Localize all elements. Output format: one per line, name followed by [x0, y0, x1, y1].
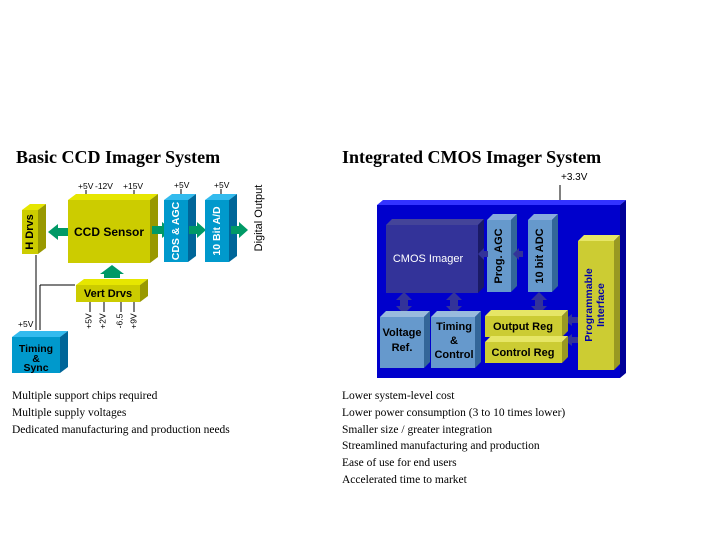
supply-cds: +5V [174, 180, 190, 190]
cmos-note: Lower system-level cost [342, 390, 455, 402]
ccd-title: Basic CCD Imager System [16, 147, 221, 167]
timing-sync-block: Timing & Sync [12, 331, 68, 374]
arrow-cds-ad [189, 222, 206, 238]
prog-interface-block: Programmable Interface [578, 235, 620, 370]
cmos-title: Integrated CMOS Imager System [342, 147, 602, 167]
arrow-ad-output [231, 222, 248, 238]
ccd-note: Multiple supply voltages [12, 406, 127, 419]
h-drvs-block: H Drvs [22, 204, 46, 254]
prog-agc-block: Prog. AGC [487, 214, 517, 292]
adc-block: 10 bit ADC [528, 214, 558, 292]
vert-supply-4: +9V [128, 313, 138, 329]
timing-label-3: Sync [23, 362, 48, 374]
adc-label: 10 bit ADC [534, 228, 546, 283]
ccd-notes: Multiple support chips required Multiple… [12, 388, 230, 438]
arrow-vert-ccd [100, 265, 124, 278]
supply-timing: +5V [18, 319, 34, 329]
ccd-note: Multiple support chips required [12, 390, 158, 402]
ccd-note: Dedicated manufacturing and production n… [12, 423, 230, 436]
cmos-note: Accelerated time to market [342, 473, 467, 486]
cmos-notes: Lower system-level cost Lower power cons… [342, 388, 565, 489]
cds-agc-label: CDS & AGC [170, 201, 182, 260]
control-reg-label: Control Reg [492, 347, 555, 359]
vert-drvs-label: Vert Drvs [84, 288, 132, 300]
cmos-note: Smaller size / greater integration [342, 423, 493, 436]
prog-iface-label-2: Interface [595, 283, 607, 327]
control-reg-block: Control Reg [485, 336, 568, 363]
supply-sensor-c: +15V [123, 181, 143, 191]
supply-sensor-b: -12V [95, 181, 113, 191]
timing-control-label-3: Control [434, 349, 473, 361]
cmos-note: Lower power consumption (3 to 10 times l… [342, 406, 566, 419]
cmos-imager-label: CMOS Imager [393, 253, 464, 265]
timing-control-label-1: Timing [436, 321, 472, 333]
ccd-sensor-label: CCD Sensor [74, 225, 144, 239]
cmos-supply-label: +3.3V [561, 172, 588, 183]
supply-ad: +5V [214, 180, 230, 190]
timing-control-label-2: & [450, 335, 458, 347]
digital-output-label: Digital Output [253, 185, 265, 252]
ad-block: 10 Bit A/D [205, 194, 237, 262]
prog-iface-label-1: Programmable [583, 268, 595, 342]
h-drvs-label: H Drvs [24, 214, 36, 249]
ad-label: 10 Bit A/D [211, 206, 223, 256]
output-reg-block: Output Reg [485, 310, 568, 337]
voltage-label-2: Ref. [392, 342, 413, 354]
timing-label-1: Timing [19, 343, 53, 355]
cmos-imager-block: CMOS Imager [386, 219, 484, 293]
vert-supply-3: -6.5 [114, 313, 124, 328]
arrow-h-drvs [48, 224, 68, 240]
supply-sensor-a: +5V [78, 181, 94, 191]
voltage-ref-block: Voltage Ref. [380, 311, 430, 368]
timing-control-block: Timing & Control [431, 311, 481, 368]
output-reg-label: Output Reg [493, 321, 553, 333]
cmos-note: Ease of use for end users [342, 457, 457, 470]
voltage-label-1: Voltage [383, 327, 422, 339]
vert-supply-2: +2V [97, 313, 107, 329]
vert-supply-1: +5V [83, 313, 93, 329]
cds-agc-block: CDS & AGC [164, 194, 196, 262]
cmos-note: Streamlined manufacturing and production [342, 440, 540, 453]
prog-agc-label: Prog. AGC [493, 228, 505, 283]
ccd-sensor-block: CCD Sensor [68, 194, 158, 263]
timing-label-2: & [32, 353, 40, 365]
vert-drvs-block: Vert Drvs [76, 279, 148, 302]
